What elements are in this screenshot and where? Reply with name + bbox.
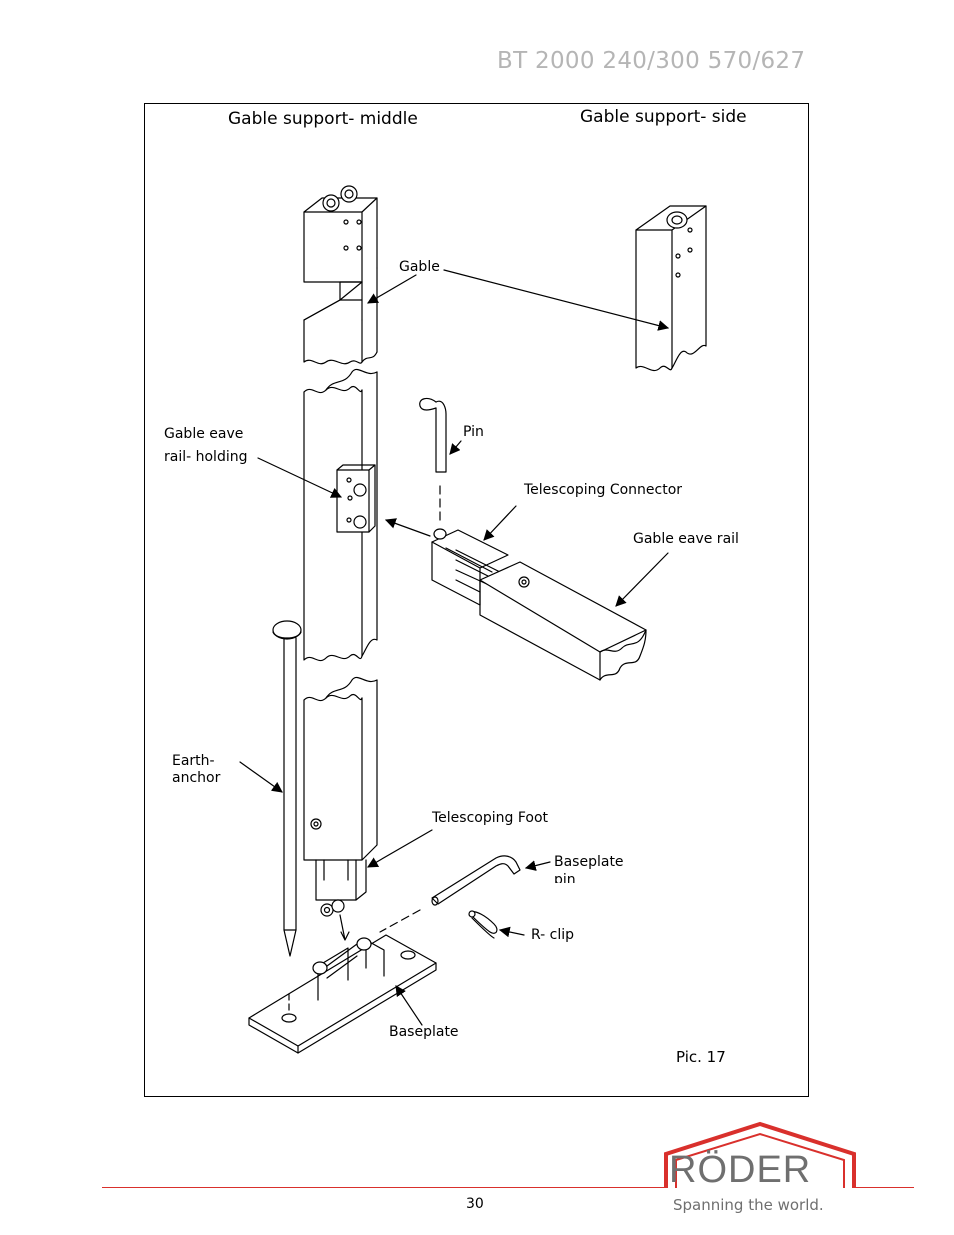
page-number: 30 bbox=[466, 1196, 484, 1212]
label-baseplate-pin-line1: Baseplate bbox=[554, 854, 624, 870]
telescoping-foot bbox=[315, 859, 367, 941]
label-telescoping-foot: Telescoping Foot bbox=[432, 810, 549, 826]
label-pin: Pin bbox=[463, 424, 484, 440]
label-gable-eave-rail: Gable eave rail bbox=[633, 531, 739, 547]
label-earth-anchor-line1: Earth- bbox=[172, 753, 215, 769]
label-baseplate-pin: Baseplate pin bbox=[554, 853, 624, 883]
document-title: BT 2000 240/300 570/627 bbox=[497, 48, 806, 74]
r-clip-drawing bbox=[468, 910, 498, 939]
leader-lines bbox=[239, 269, 670, 1026]
heading-gable-support-middle: Gable support- middle bbox=[228, 109, 418, 129]
roder-wordmark: RÖDER bbox=[669, 1149, 812, 1191]
earth-anchor-drawing bbox=[272, 620, 302, 957]
label-baseplate-pin-line2: pin bbox=[554, 872, 576, 883]
label-r-clip: R- clip bbox=[531, 927, 575, 943]
label-telescoping-connector: Telescoping Connector bbox=[524, 482, 683, 498]
label-earth-anchor: Earth- anchor bbox=[172, 753, 220, 787]
label-gable-eave-rail-holding-line2: rail- holding bbox=[164, 449, 248, 465]
picture-caption: Pic. 17 bbox=[676, 1048, 726, 1063]
gable-connector-middle bbox=[303, 185, 378, 365]
label-earth-anchor-line2: anchor bbox=[172, 770, 221, 786]
heading-gable-support-side: Gable support- side bbox=[580, 107, 747, 127]
gable-connector-side bbox=[635, 205, 707, 372]
label-gable: Gable bbox=[399, 259, 440, 275]
figure-frame bbox=[144, 103, 809, 1097]
pin-drawing bbox=[419, 397, 447, 523]
footer-rule-right bbox=[856, 1187, 914, 1188]
baseplate-drawing bbox=[248, 934, 437, 1054]
baseplate-pin-drawing bbox=[379, 855, 521, 933]
gable-post-lower bbox=[303, 676, 378, 861]
label-gable-eave-rail-holding-line1: Gable eave bbox=[164, 426, 244, 442]
gable-post-upper bbox=[303, 368, 378, 662]
footer-rule-left bbox=[102, 1187, 668, 1188]
label-gable-eave-rail-holding: Gable eave rail- holding bbox=[164, 423, 247, 469]
telescoping-connector-drawing bbox=[384, 518, 647, 681]
brand-tagline: Spanning the world. bbox=[673, 1196, 824, 1214]
label-baseplate: Baseplate bbox=[389, 1024, 459, 1040]
